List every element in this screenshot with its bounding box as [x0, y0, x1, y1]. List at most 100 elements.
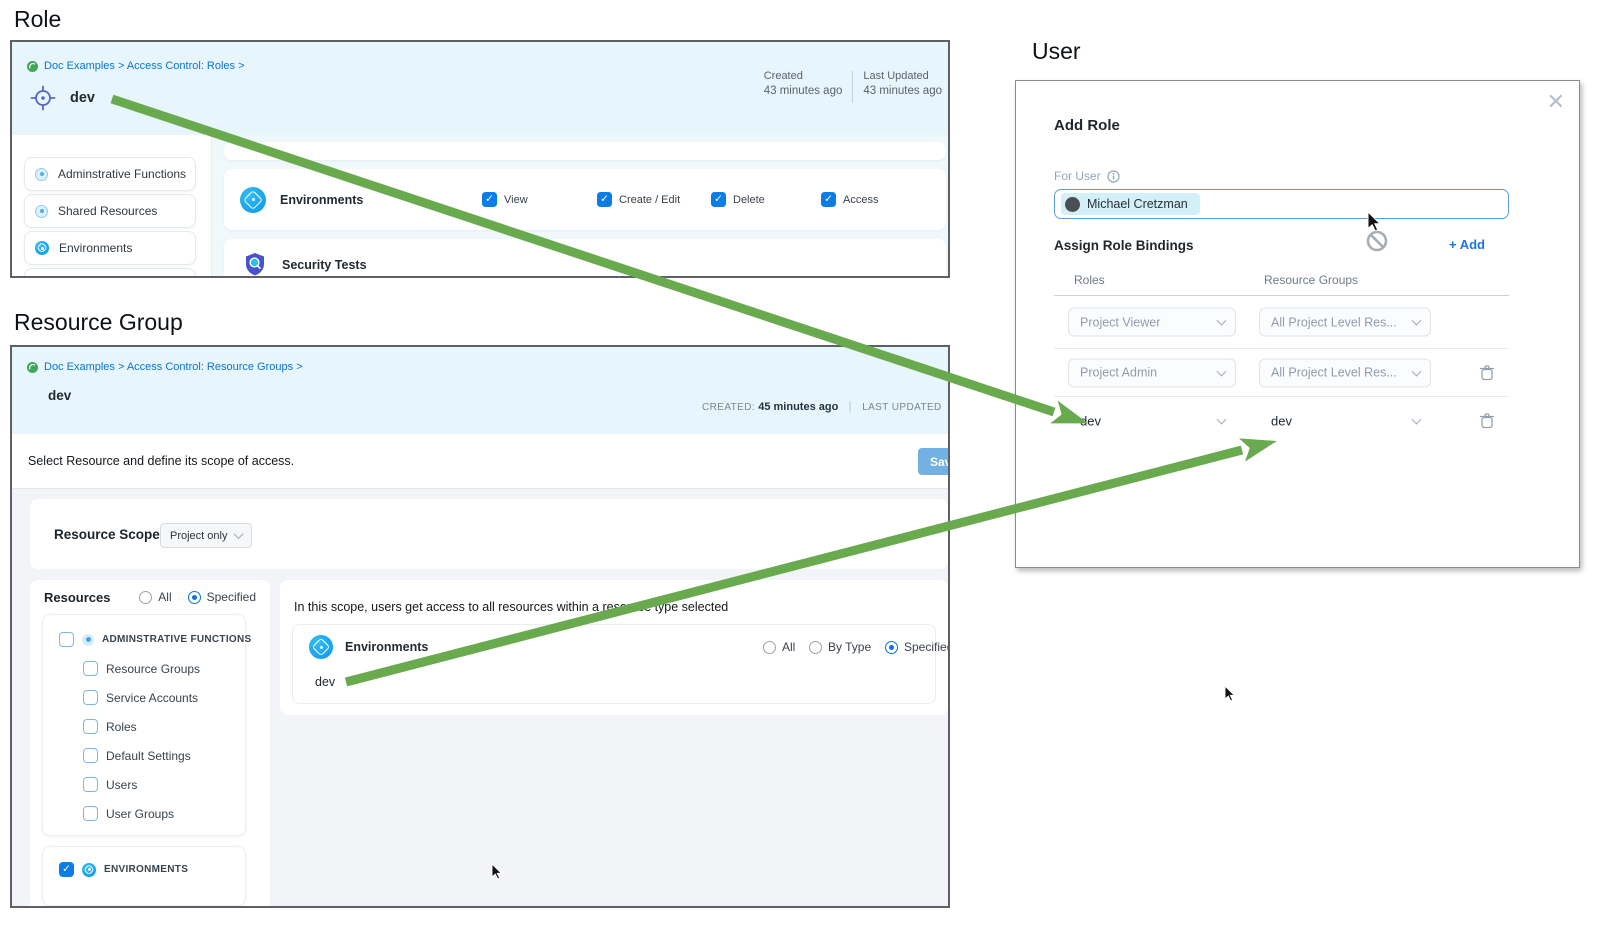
tree-item-label: Users	[106, 777, 138, 792]
role-select-value: dev	[1080, 413, 1101, 428]
view-checkbox[interactable]	[482, 192, 497, 207]
meta-divider: |	[848, 399, 853, 413]
tree-item-label: Roles	[106, 719, 137, 734]
role-bindings-table: Project Viewer All Project Level Res... …	[1054, 296, 1509, 444]
role-permissions-area: Environments View Create / Edit Delete	[212, 135, 948, 276]
modal-title: Add Role	[1054, 117, 1120, 134]
scope-subtitle: Select Resource and define its scope of …	[28, 454, 295, 468]
checkbox[interactable]	[83, 719, 98, 734]
breadcrumb[interactable]: Doc Examples > Access Control: Roles >	[27, 60, 245, 72]
roles-column-header: Roles	[1074, 273, 1105, 287]
resource-group-title: dev	[48, 388, 72, 403]
role-select[interactable]: dev	[1068, 406, 1236, 435]
tree-item-users[interactable]: Users	[43, 770, 245, 799]
close-icon[interactable]: ✕	[1546, 89, 1565, 114]
save-button[interactable]: Save	[918, 448, 948, 475]
tree-parent-label: ADMINSTRATIVE FUNCTIONS	[102, 634, 252, 645]
radio-icon[interactable]	[763, 640, 776, 654]
binding-row: Project Viewer All Project Level Res...	[1054, 296, 1509, 348]
checkbox[interactable]	[83, 806, 98, 821]
resource-group-select[interactable]: dev	[1259, 406, 1431, 435]
checkbox-label: View	[504, 193, 528, 206]
resource-scope-select[interactable]: Project only	[160, 523, 253, 548]
for-user-input[interactable]: Michael Cretzman	[1054, 189, 1509, 219]
project-green-icon	[27, 60, 38, 72]
radio-label: All	[782, 640, 796, 654]
sidebar-item-label: Shared Resources	[58, 204, 158, 218]
sidebar-item-clipped[interactable]	[24, 268, 196, 276]
add-binding-button[interactable]: + Add	[1449, 237, 1485, 252]
environments-tree-card: ENVIRONMENTS	[42, 846, 246, 906]
delete-checkbox[interactable]	[711, 192, 726, 207]
scope-hint-text: In this scope, users get access to all r…	[294, 600, 729, 614]
scope-content: Resource Scope Project only Resources Al…	[12, 489, 948, 906]
checkbox[interactable]	[83, 690, 98, 705]
tree-item-user-groups[interactable]: User Groups	[43, 799, 245, 828]
tree-parent-row[interactable]: ADMINSTRATIVE FUNCTIONS	[43, 625, 251, 654]
environments-icon	[309, 635, 333, 659]
tree-environments-row[interactable]: ENVIRONMENTS	[43, 855, 245, 884]
permission-delete: Delete	[711, 169, 765, 230]
resource-group-select-value: dev	[1271, 413, 1292, 428]
resource-group-select[interactable]: All Project Level Res...	[1259, 358, 1431, 387]
role-title-row: dev	[30, 85, 95, 111]
breadcrumb-text[interactable]: Doc Examples > Access Control: Resource …	[44, 361, 303, 373]
radio-icon-selected[interactable]	[187, 590, 201, 604]
binding-row: dev dev	[1054, 396, 1509, 444]
radio-label: Specified	[206, 590, 256, 604]
checkbox[interactable]	[83, 777, 98, 792]
created-label: Created	[763, 70, 803, 82]
delete-binding-button[interactable]	[1478, 364, 1495, 382]
delete-binding-button[interactable]	[1478, 412, 1495, 430]
resource-scope-value: Project only	[170, 529, 228, 542]
environments-scope-card: Environments All By Type Specified dev	[292, 624, 948, 704]
env-radio-specified[interactable]: Specified	[885, 633, 948, 661]
permission-row-name: Environments	[280, 192, 364, 207]
updated-label: LAST UPDATED	[862, 402, 942, 413]
administrative-functions-checkbox[interactable]	[59, 632, 74, 647]
user-chip[interactable]: Michael Cretzman	[1061, 193, 1200, 215]
radio-icon[interactable]	[139, 590, 153, 604]
resources-radio-specified[interactable]: Specified	[187, 590, 256, 604]
scope-detail-card: In this scope, users get access to all r…	[280, 580, 948, 715]
radio-label: By Type	[828, 640, 872, 654]
tree-item-default-settings[interactable]: Default Settings	[43, 741, 245, 770]
trash-icon	[1479, 364, 1494, 380]
role-select[interactable]: Project Viewer	[1068, 307, 1236, 337]
radio-icon[interactable]	[809, 640, 822, 654]
role-detail-panel: Doc Examples > Access Control: Roles > d…	[10, 40, 950, 278]
breadcrumb-text[interactable]: Doc Examples > Access Control: Roles >	[44, 60, 245, 72]
sidebar-item-administrative-functions[interactable]: Adminstrative Functions	[24, 157, 196, 191]
tree-item-label: Service Accounts	[106, 690, 199, 705]
env-radio-by-type[interactable]: By Type	[809, 633, 871, 661]
created-label: CREATED:	[702, 402, 756, 413]
environments-checkbox[interactable]	[59, 862, 74, 877]
resource-scope-label: Resource Scope	[54, 527, 160, 542]
resource-group-select[interactable]: All Project Level Res...	[1259, 307, 1431, 337]
access-checkbox[interactable]	[821, 192, 836, 207]
tree-item-label: User Groups	[106, 806, 175, 821]
role-select[interactable]: Project Admin	[1068, 358, 1236, 387]
sidebar-item-environments[interactable]: Environments	[24, 231, 196, 265]
meta-divider	[852, 71, 854, 103]
trash-icon	[1479, 412, 1494, 428]
breadcrumb[interactable]: Doc Examples > Access Control: Resource …	[27, 361, 303, 373]
role-select-value: Project Admin	[1080, 365, 1158, 380]
resources-label: Resources	[44, 589, 111, 605]
checkbox[interactable]	[83, 748, 98, 763]
checkbox[interactable]	[83, 661, 98, 676]
assign-role-bindings-label: Assign Role Bindings	[1054, 238, 1194, 253]
resource-group-select-value: All Project Level Res...	[1271, 365, 1397, 380]
radio-icon-selected[interactable]	[885, 640, 898, 654]
info-icon[interactable]	[1107, 169, 1120, 183]
scope-subbar: Select Resource and define its scope of …	[12, 434, 948, 489]
user-name: Michael Cretzman	[1087, 197, 1188, 211]
create-edit-checkbox[interactable]	[597, 192, 612, 207]
resources-radio-all[interactable]: All	[139, 590, 172, 604]
env-radio-all[interactable]: All	[763, 633, 795, 661]
tree-item-roles[interactable]: Roles	[43, 712, 245, 741]
resource-groups-column-header: Resource Groups	[1264, 273, 1359, 287]
tree-item-service-accounts[interactable]: Service Accounts	[43, 683, 245, 712]
sidebar-item-shared-resources[interactable]: Shared Resources	[24, 194, 196, 228]
tree-item-resource-groups[interactable]: Resource Groups	[43, 654, 245, 683]
